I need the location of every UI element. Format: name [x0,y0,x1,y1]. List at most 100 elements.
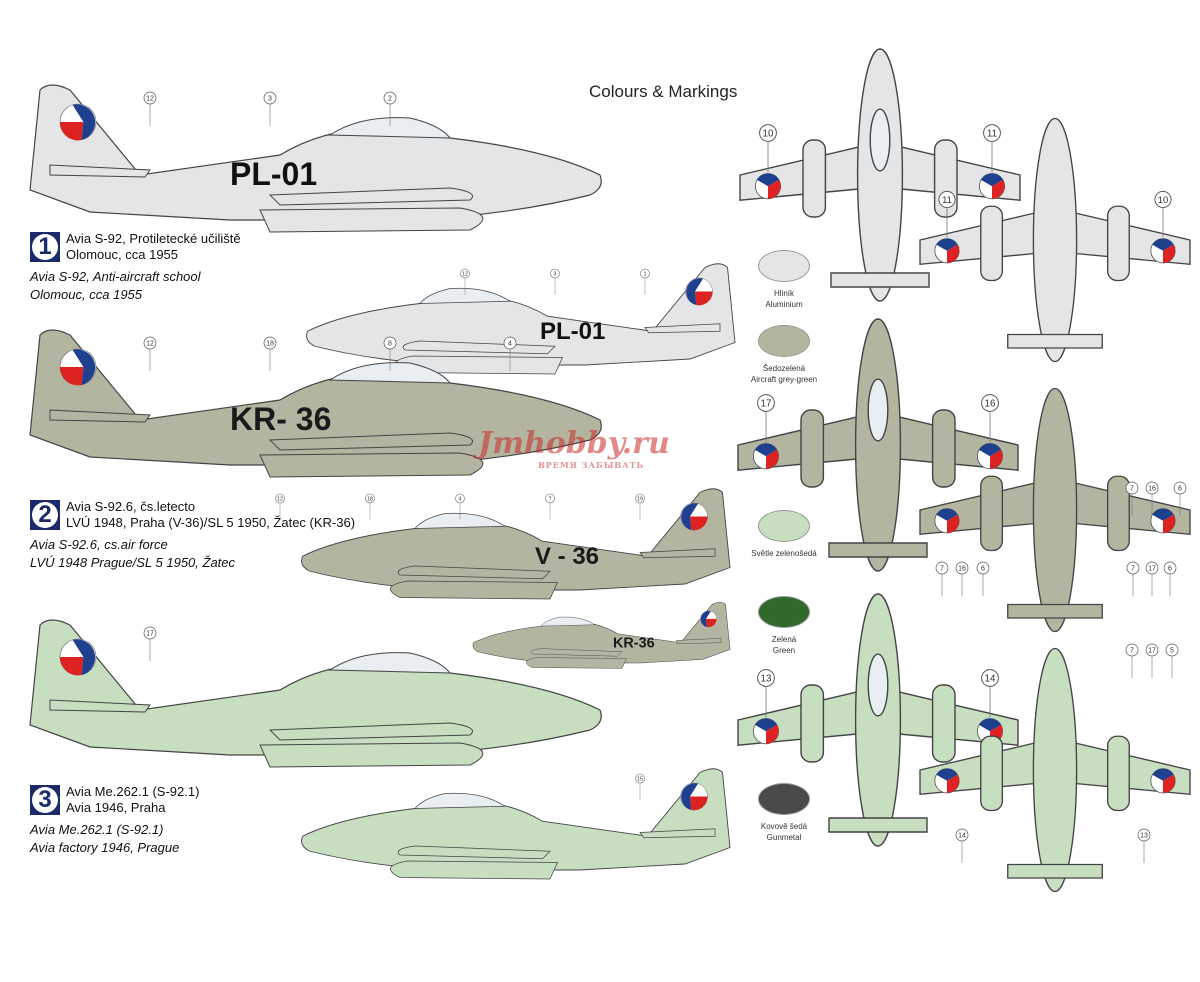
registration-code: KR-36 [613,635,655,651]
colour-chip [758,510,810,542]
callout-number: 13 [1140,833,1148,840]
canopy [328,362,452,384]
roundel-blue [757,173,779,187]
engine-left [800,409,825,488]
roundel-blue [936,238,958,251]
engine-right [1106,205,1130,282]
callout-number: 10 [763,129,774,140]
wing [268,432,473,451]
canopy [414,792,507,809]
flag-red [689,516,708,531]
wing [397,845,551,860]
tailplane [1007,333,1103,349]
tailplane [1007,863,1103,879]
callout-number: 17 [761,399,772,410]
callout-marker [981,394,999,412]
flag-red [59,657,84,676]
callout-number: 6 [981,566,985,573]
flag-red [705,618,717,628]
callout-number: 12 [146,341,154,348]
engine-right [1106,735,1130,812]
callout-number: ? [549,496,552,502]
tailplane [644,323,721,334]
wing [268,187,473,206]
roundel-red [992,179,1005,199]
registration-code: PL-01 [540,318,605,345]
engine-left [980,205,1004,282]
canopy [328,652,452,674]
callout-number: 16 [985,399,996,410]
tailplane [1007,603,1103,619]
flag-blue [72,104,96,140]
callout-number: 17 [146,631,154,638]
callout-number: 18 [266,341,274,348]
engine-left [800,684,825,763]
side-view-2-small: KR-36 [472,601,731,669]
fuselage [1032,117,1078,363]
wing [530,648,623,657]
engine-nacelle [259,452,484,478]
roundel-blue [1152,238,1174,251]
roundel-red [947,514,960,533]
sheet-title: Colours & Markings [589,82,738,101]
wing [268,722,473,741]
flag-red [59,122,84,141]
tailplane [49,164,151,178]
wing [402,340,556,355]
tailplane [639,828,716,839]
canopy [328,117,452,139]
registration-code: KR- 36 [230,401,331,437]
canopy [414,512,507,529]
callout-number: 1 [644,271,647,277]
flag-blue [686,278,704,305]
callout-marker [757,394,775,412]
flag-red [689,796,708,811]
flag-blue [72,349,96,385]
callout-number: 16 [958,566,966,573]
callout-number: 12 [277,496,283,502]
callout-number: 17 [1148,566,1156,573]
canopy [867,378,889,442]
roundel-red [990,449,1003,469]
flag-blue [72,639,96,675]
tailplane [49,409,151,423]
flag-blue [700,610,711,627]
callout-number: 4 [508,341,512,348]
callout-number: 14 [985,674,996,685]
callout-number: 12 [462,271,468,277]
flag-red [694,291,713,306]
swatch-light-green-grey: Světle zelenošedá [729,510,839,559]
roundel-red [1163,514,1176,533]
fuselage [29,84,602,221]
roundel-red [947,244,960,263]
engine-right [931,684,956,763]
scheme-number-badge: 2 [30,500,60,530]
bottom-view-2 [919,387,1191,633]
roundel-red [768,179,781,199]
engine-left [980,475,1004,552]
canopy [419,287,512,304]
tailplane [828,542,928,558]
tailplane [639,548,716,559]
roundel-red [947,774,960,793]
tailplane [828,817,928,833]
callout-number: 7 [1130,648,1134,655]
roundel-blue [755,718,777,732]
wing [397,565,551,580]
callout-number: 5 [1170,648,1174,655]
fuselage [29,329,602,466]
fuselage [856,48,904,302]
side-view-3-right: 15 [301,768,731,880]
